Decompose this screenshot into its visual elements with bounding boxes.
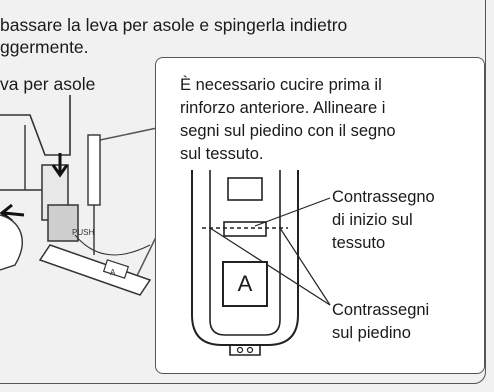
- fabric-mark-line-2: di inizio sul: [332, 211, 413, 229]
- foot-letter-box: A: [222, 261, 268, 307]
- note-line-1: È necessario cucire prima il: [180, 76, 382, 94]
- presser-foot-illustration: PUSH A: [0, 95, 152, 296]
- instruction-line-1: bassare la leva per asole e spingerla in…: [0, 15, 348, 35]
- note-line-2: rinforzo anteriore. Allineare i: [180, 99, 386, 117]
- fabric-mark-line-3: tessuto: [332, 234, 386, 252]
- note-line-3: segni sul piedino con il segno: [180, 122, 396, 140]
- foot-marks-line-2: sul piedino: [332, 324, 411, 342]
- lever-label: va per asole: [0, 74, 96, 94]
- buttonhole-foot-diagram: [191, 170, 331, 356]
- push-label: PUSH: [72, 228, 94, 237]
- fabric-mark-line-1: Contrassegno: [332, 188, 435, 206]
- note-line-4: sul tessuto.: [180, 145, 264, 163]
- instruction-line-2: ggermente.: [0, 37, 89, 57]
- foot-marks-line-1: Contrassegni: [332, 301, 430, 319]
- foot-plate-letter: A: [110, 268, 116, 277]
